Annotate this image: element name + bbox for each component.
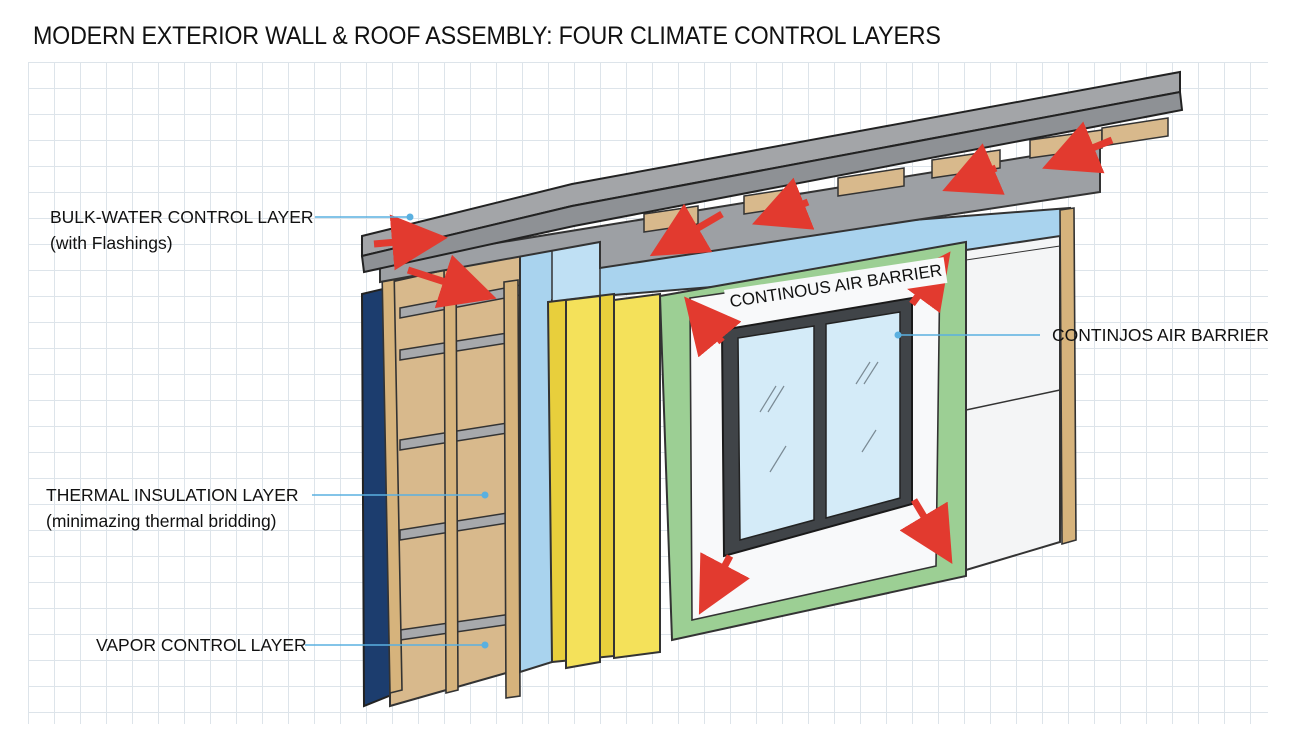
airflow-arrows	[373, 121, 1114, 615]
corner-post	[1059, 207, 1077, 546]
window-glass-left	[737, 325, 815, 541]
callout-air-barrier-right: CONTINJOS AIR BARRIER	[1052, 322, 1269, 348]
callout-vapor: VAPOR CONTROL LAYER	[96, 632, 307, 658]
callout-air-barrier-right-title: CONTINJOS AIR BARRIER	[1052, 325, 1269, 345]
right-cladding	[965, 234, 1061, 572]
continuous-insulation-front	[565, 294, 601, 670]
callout-thermal: THERMAL INSULATION LAYER (minimazing the…	[46, 482, 299, 534]
glass-reflections	[759, 361, 879, 473]
callout-bulk-water-title: BULK-WATER CONTROL LAYER	[50, 207, 314, 227]
callout-thermal-title: THERMAL INSULATION LAYER	[46, 485, 299, 505]
window-glass-right	[825, 311, 901, 519]
callout-thermal-subtitle: (minimazing thermal bridding)	[46, 511, 277, 531]
callout-vapor-title: VAPOR CONTROL LAYER	[96, 635, 307, 655]
diagram-title: MODERN EXTERIOR WALL & ROOF ASSEMBLY: FO…	[33, 22, 941, 50]
vertical-studs	[381, 257, 521, 699]
callout-bulk-water: BULK-WATER CONTROL LAYER (with Flashings…	[50, 204, 314, 256]
leader-lines	[305, 216, 1040, 646]
leader-dots	[406, 213, 902, 649]
continuous-insulation-panel	[613, 292, 661, 660]
callout-bulk-water-subtitle: (with Flashings)	[50, 233, 173, 253]
